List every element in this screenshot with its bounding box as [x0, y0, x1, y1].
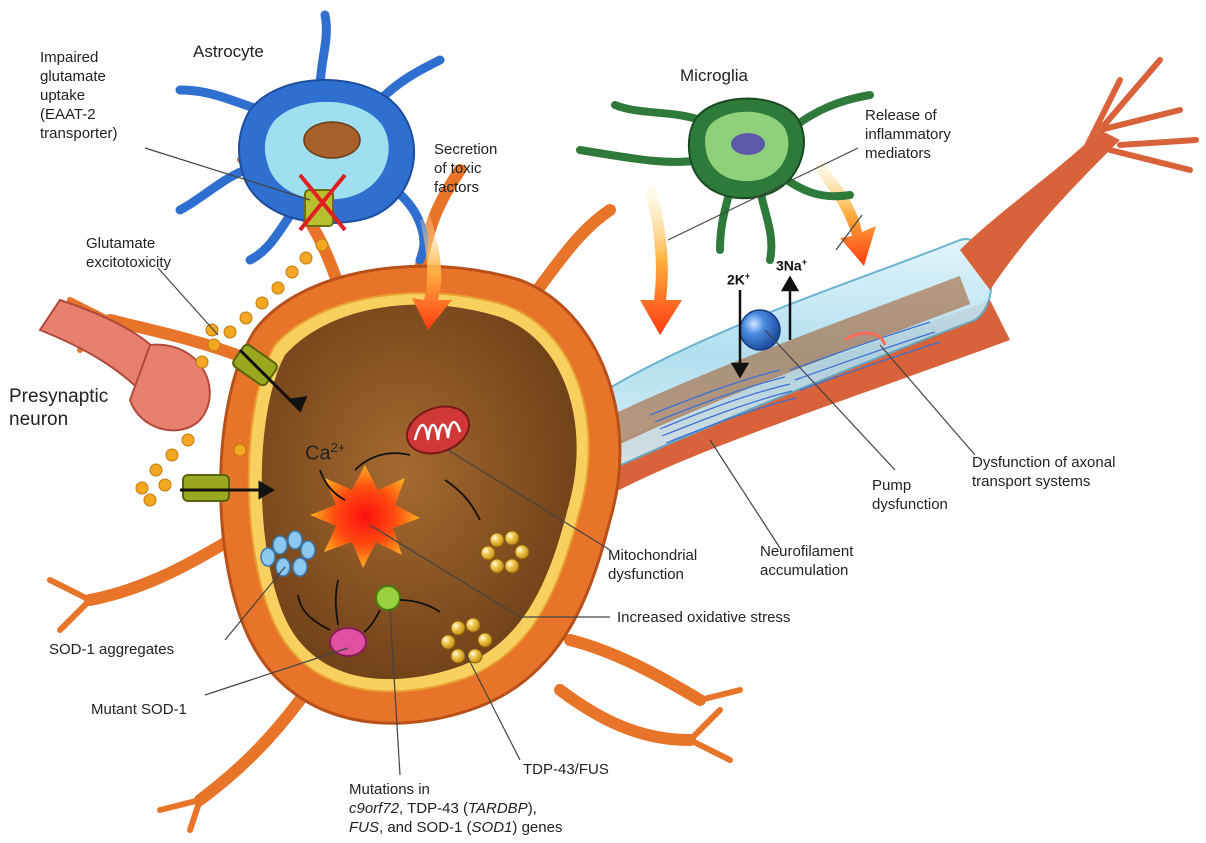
inflammatory-line1: Release of [865, 106, 951, 125]
microglia-nucleus [731, 133, 765, 155]
neurofilament-line2: accumulation [760, 561, 853, 580]
axonal-transport-label: Dysfunction of axonal transport systems [972, 453, 1115, 491]
astrocyte-nucleus [304, 122, 360, 158]
impaired-line3: uptake [40, 86, 118, 105]
mutant-sod1-label: Mutant SOD-1 [91, 700, 187, 719]
mutations-line1: Mutations in [349, 780, 562, 799]
sodium-ion-label: 3Na+ [776, 257, 807, 274]
gene-fus: FUS [349, 819, 379, 836]
glutamate-excitotoxicity-label: Glutamate excitotoxicity [86, 234, 171, 272]
calcium-ion-label: Ca2+ [305, 440, 345, 466]
k-base: 2K [727, 272, 745, 288]
impaired-line1: Impaired [40, 48, 118, 67]
impaired-line4: (EAAT-2 [40, 105, 118, 124]
mitochondrial-label: Mitochondrial dysfunction [608, 546, 697, 584]
presynaptic-neuron-label: Presynaptic neuron [9, 385, 108, 431]
presynaptic-line2: neuron [9, 408, 108, 431]
na-charge: + [802, 257, 807, 267]
microglia-arrow-right [814, 160, 876, 266]
tdp43-fus-label: TDP-43/FUS [523, 760, 609, 779]
mutations-line3: FUS, and SOD-1 (SOD1) genes [349, 818, 562, 837]
ca-base: Ca [305, 443, 331, 465]
oxidative-stress-label: Increased oxidative stress [617, 608, 790, 627]
impaired-glutamate-label: Impaired glutamate uptake (EAAT-2 transp… [40, 48, 118, 143]
gene-tardbp: TARDBP [468, 800, 528, 817]
mutations-line2: c9orf72, TDP-43 (TARDBP), [349, 799, 562, 818]
impaired-line5: transporter) [40, 124, 118, 143]
gene-sod1: SOD1 [472, 819, 513, 836]
mutations-text-c: , and SOD-1 ( [379, 819, 472, 836]
mutations-text-b: ), [528, 800, 537, 817]
secretion-line3: factors [434, 178, 497, 197]
na-base: 3Na [776, 258, 802, 274]
pump-line1: Pump [872, 476, 948, 495]
glutamate-line2: excitotoxicity [86, 253, 171, 272]
mutated-gene-molecule [376, 586, 400, 610]
inflammatory-line3: mediators [865, 144, 951, 163]
secretion-line1: Secretion [434, 140, 497, 159]
astrocyte-title: Astrocyte [193, 42, 264, 61]
microglia-title: Microglia [680, 66, 748, 85]
microglia-arrow-left [640, 185, 682, 335]
inflammatory-label: Release of inflammatory mediators [865, 106, 951, 163]
k-charge: + [745, 271, 750, 281]
mitochondrial-line2: dysfunction [608, 565, 697, 584]
secretion-line2: of toxic [434, 159, 497, 178]
ion-pump [740, 310, 780, 350]
axonal-line2: transport systems [972, 472, 1115, 491]
inflammatory-line2: inflammatory [865, 125, 951, 144]
axonal-line1: Dysfunction of axonal [972, 453, 1115, 472]
sod1-aggregates-label: SOD-1 aggregates [49, 640, 174, 659]
gene-c9orf72: c9orf72 [349, 800, 399, 817]
neurofilament-line1: Neurofilament [760, 542, 853, 561]
mutations-text-a: , TDP-43 ( [399, 800, 468, 817]
pump-line2: dysfunction [872, 495, 948, 514]
impaired-line2: glutamate [40, 67, 118, 86]
neurofilament-label: Neurofilament accumulation [760, 542, 853, 580]
mitochondrial-line1: Mitochondrial [608, 546, 697, 565]
potassium-ion-label: 2K+ [727, 271, 750, 288]
presynaptic-line1: Presynaptic [9, 385, 108, 408]
mutations-text-d: ) genes [512, 819, 562, 836]
mutations-label: Mutations in c9orf72, TDP-43 (TARDBP), F… [349, 780, 562, 837]
secretion-label: Secretion of toxic factors [434, 140, 497, 197]
ca-charge: 2+ [331, 440, 346, 455]
pump-label: Pump dysfunction [872, 476, 948, 514]
glutamate-line1: Glutamate [86, 234, 171, 253]
